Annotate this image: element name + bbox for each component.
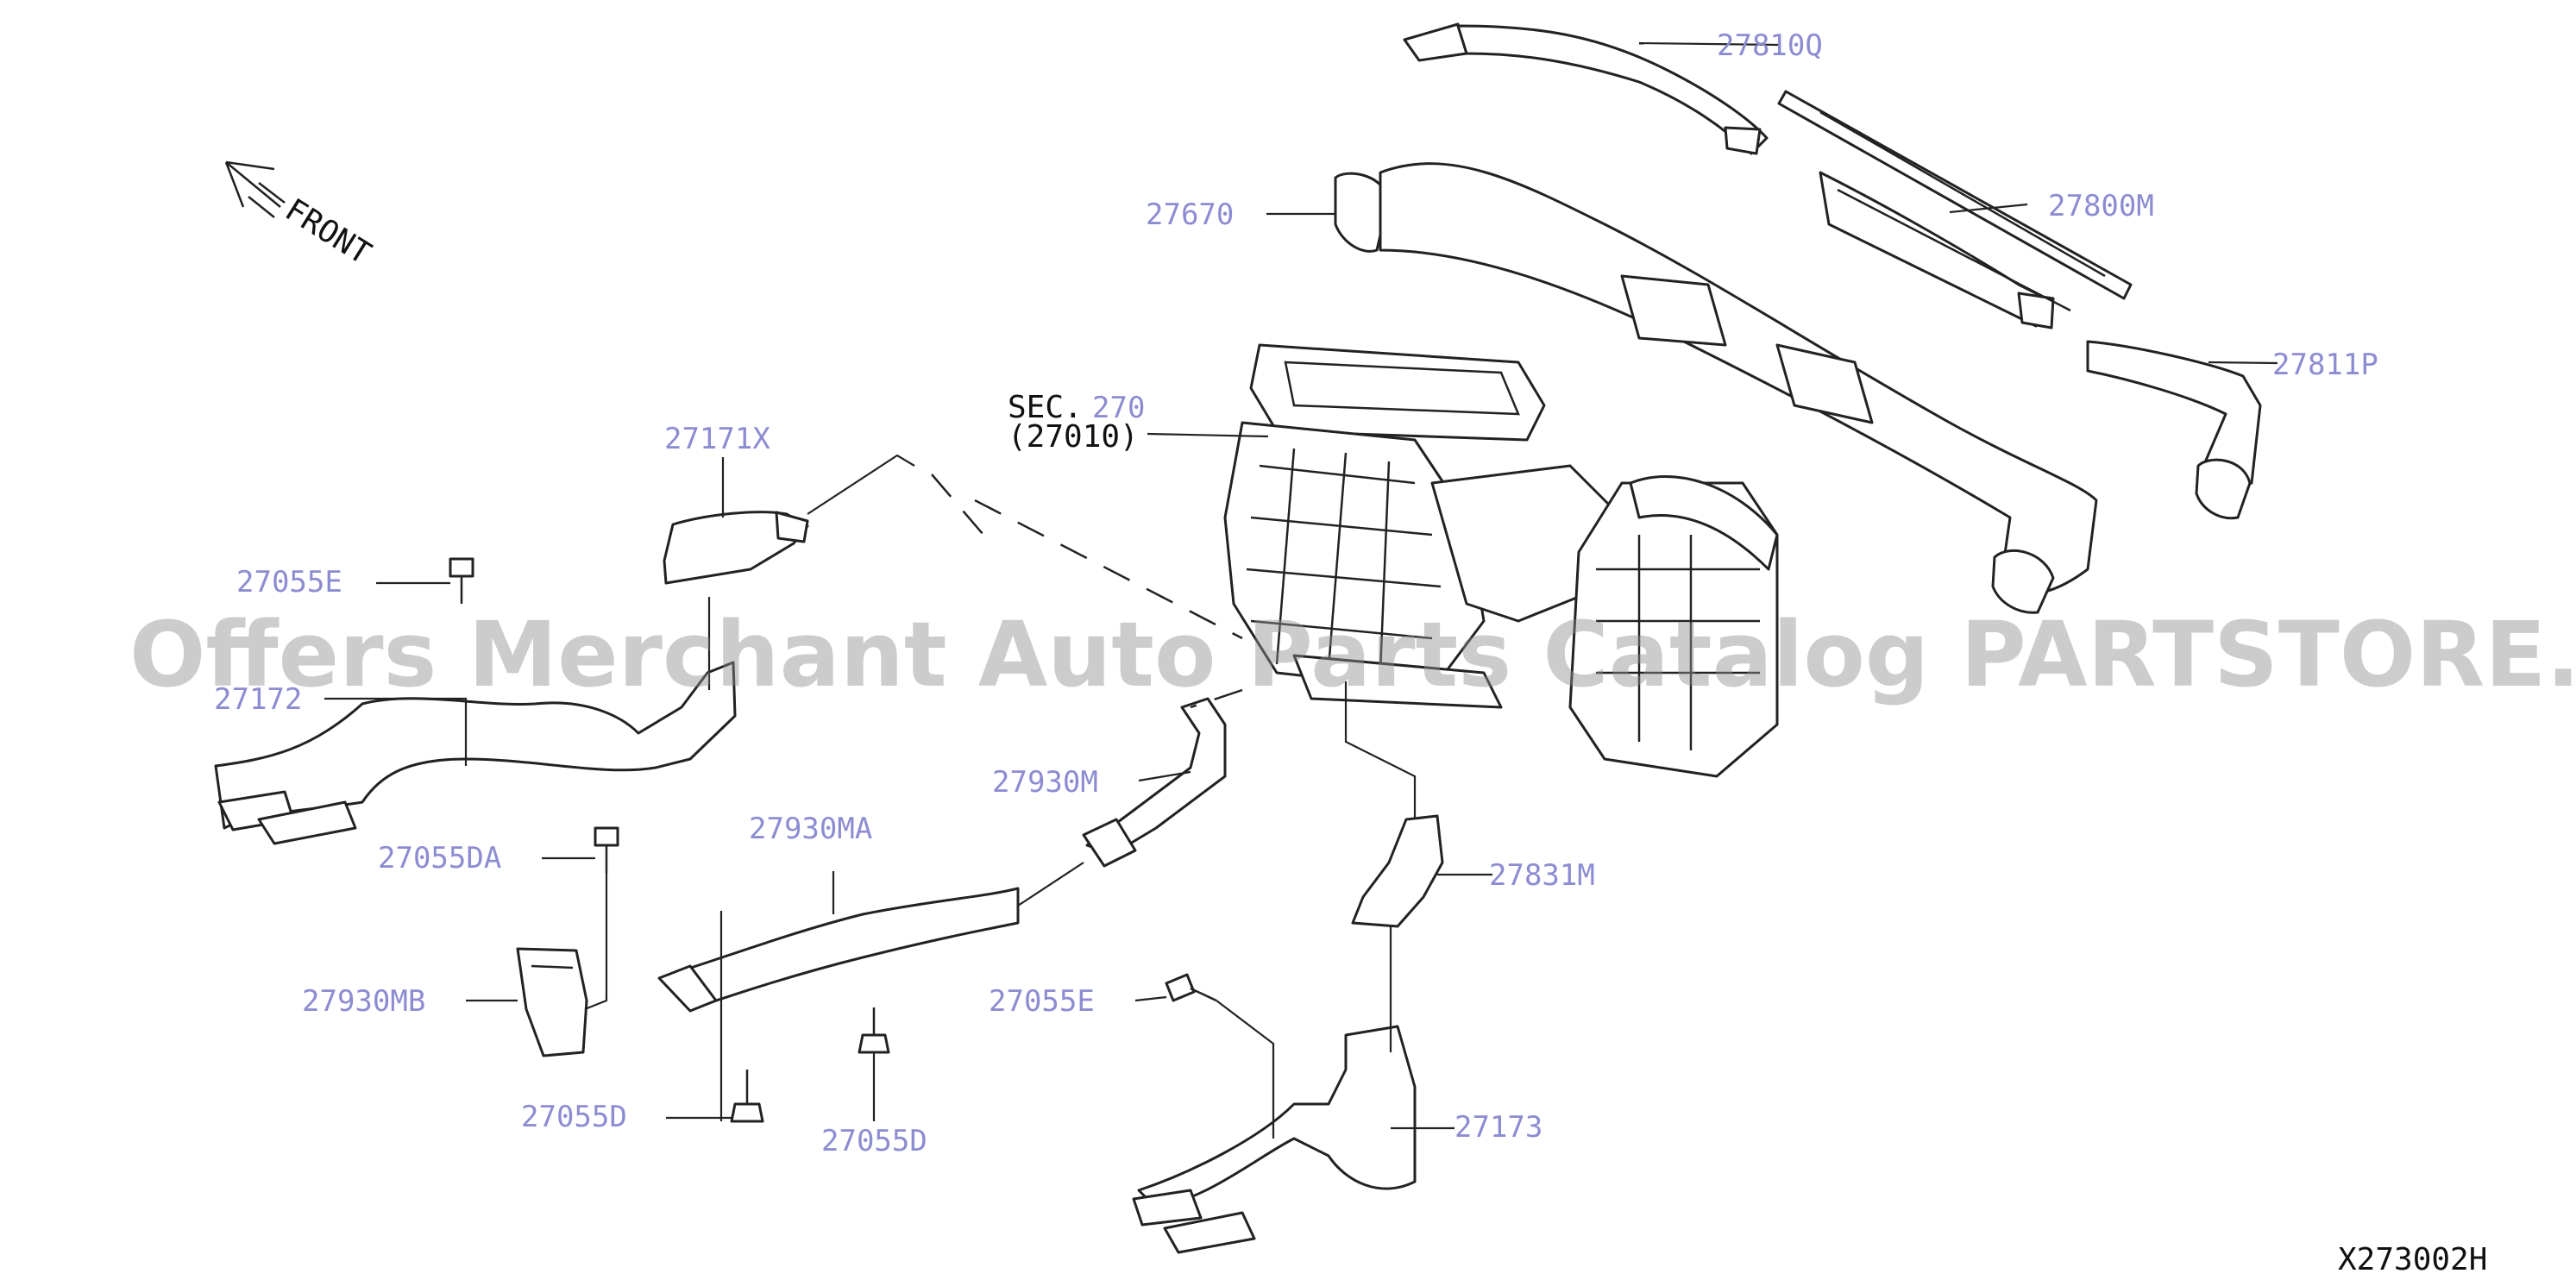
leader-lines (324, 41, 2278, 1139)
section-ref-sub: (27010) (1008, 419, 1139, 455)
duct-27831m (1351, 814, 1444, 928)
bolt-27055e-lower (1165, 973, 1217, 1002)
label-27930m[interactable]: 27930M (992, 765, 1098, 800)
duct-27811p (2086, 340, 2262, 520)
duct-27930mb (516, 947, 588, 1057)
section-ref-prefix: SEC. (1008, 390, 1083, 425)
duct-27172 (214, 661, 737, 845)
label-27172[interactable]: 27172 (214, 682, 302, 717)
bolt-27055e-upper (449, 557, 474, 604)
label-27670[interactable]: 27670 (1146, 198, 1234, 232)
label-27831m[interactable]: 27831M (1489, 858, 1595, 893)
watermark: Offers Merchant Auto Parts Catalog PARTS… (129, 602, 2576, 707)
label-27930ma[interactable]: 27930MA (749, 812, 872, 846)
front-arrow-icon (224, 160, 286, 218)
label-27055e-upper[interactable]: 27055E (236, 565, 342, 599)
label-27055d-right[interactable]: 27055D (821, 1124, 927, 1158)
heater-unit-assembly (1223, 343, 1779, 778)
bolt-27055d-right (858, 1007, 890, 1054)
front-direction-label: FRONT (279, 192, 377, 272)
bolt-27055da (594, 826, 619, 873)
label-27930mb[interactable]: 27930MB (302, 984, 425, 1019)
duct-27171x (663, 511, 809, 585)
duct-27800m (1777, 90, 2133, 329)
duct-27930ma (657, 887, 1020, 1013)
label-27055e-lower[interactable]: 27055E (989, 984, 1095, 1019)
label-27055d-left[interactable]: 27055D (521, 1100, 627, 1134)
label-27810q[interactable]: 27810Q (1717, 28, 1823, 63)
bolt-27055d-left (730, 1070, 764, 1123)
label-27811p[interactable]: 27811P (2272, 348, 2378, 382)
label-27171x[interactable]: 27171X (664, 422, 770, 456)
duct-27670 (1334, 162, 2098, 614)
label-27055da[interactable]: 27055DA (378, 841, 501, 875)
duct-27173 (1132, 1025, 1417, 1254)
diagram-code: X273002H (2338, 1242, 2487, 1277)
section-ref-number: 270 (1092, 391, 1145, 425)
duct-27810q (1403, 22, 1769, 155)
duct-27930m (1082, 697, 1227, 868)
label-27800m[interactable]: 27800M (2048, 189, 2154, 223)
label-27173[interactable]: 27173 (1454, 1110, 1542, 1145)
